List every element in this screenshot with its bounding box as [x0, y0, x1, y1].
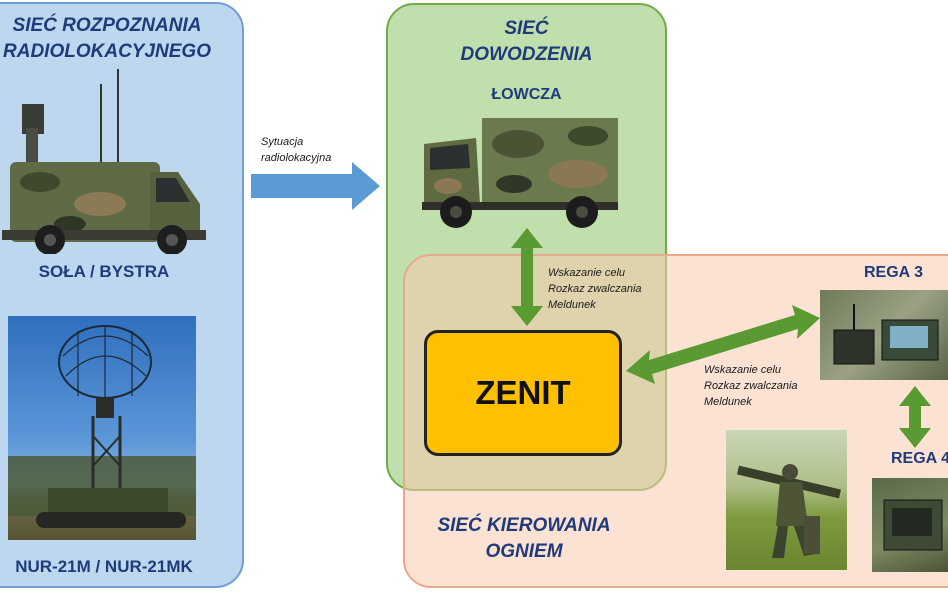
zenit-rega-line2: Rozkaz zwalczania	[704, 380, 798, 392]
fire-control-title: SIEĆ KIEROWANIA OGNIEM	[408, 513, 640, 565]
radar-to-command-arrow	[251, 162, 380, 210]
radar-network-title: SIEĆ ROZPOZNANIA RADIOLOKACYJNEGO	[0, 13, 218, 65]
zenit-rega-line1: Wskazanie celu	[704, 364, 782, 376]
manpads-soldier-image	[726, 430, 847, 570]
command-zenit-line2: Rozkaz zwalczania	[548, 283, 642, 295]
zenit-rega3-double-arrow	[626, 305, 820, 384]
zenit-box: ZENIT	[424, 330, 622, 456]
fire-control-title-line2: OGNIEM	[485, 541, 563, 562]
command-network-title: SIEĆ DOWODZENIA	[386, 16, 667, 68]
command-network-title-line2: DOWODZENIA	[460, 44, 593, 65]
command-zenit-line3: Meldunek	[548, 299, 596, 311]
nur-21m-radar-image	[8, 316, 196, 540]
rega4-label: REGA 4	[891, 450, 948, 467]
zenit-rega-line3: Meldunek	[704, 396, 752, 408]
command-zenit-double-arrow	[511, 228, 543, 326]
radar-situation-line1: Sytuacja	[261, 136, 304, 148]
lowcza-truck-image	[418, 114, 622, 230]
command-zenit-note: Wskazanie celu Rozkaz zwalczania Meldune…	[548, 265, 642, 313]
rega4-equipment-image	[872, 478, 948, 572]
nur-21m-label: NUR-21M / NUR-21MK	[15, 557, 193, 576]
command-network-title-line1: SIEĆ	[504, 18, 549, 39]
fire-control-title-line1: SIEĆ KIEROWANIA	[437, 515, 611, 536]
zenit-rega-note: Wskazanie celu Rozkaz zwalczania Meldune…	[704, 362, 798, 410]
radar-situation-note: Sytuacja radiolokacyjna	[261, 134, 331, 166]
sola-bystra-vehicle-image	[0, 64, 208, 254]
rega3-rega4-double-arrow	[899, 386, 931, 448]
rega3-equipment-image	[820, 290, 948, 380]
radar-network-title-line2: RADIOLOKACYJNEGO	[3, 41, 211, 62]
radar-network-title-line1: SIEĆ ROZPOZNANIA	[12, 15, 202, 36]
rega3-label: REGA 3	[864, 264, 923, 281]
command-zenit-line1: Wskazanie celu	[548, 267, 626, 279]
sola-bystra-label: SOŁA / BYSTRA	[38, 262, 170, 281]
lowcza-label: ŁOWCZA	[491, 86, 562, 103]
radar-situation-line2: radiolokacyjna	[261, 152, 332, 164]
